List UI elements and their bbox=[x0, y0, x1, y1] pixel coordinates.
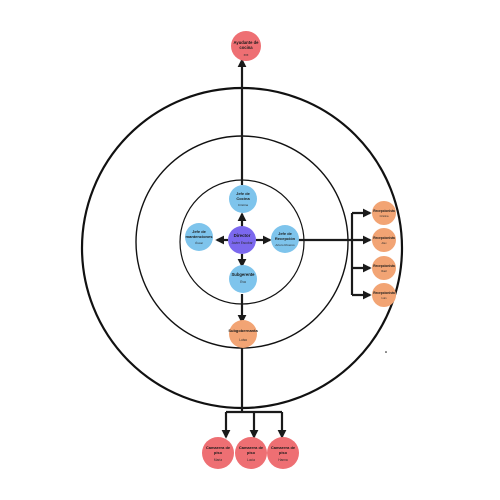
director-node: Director Javier Escobar bbox=[228, 226, 256, 254]
jefe-mantenciones-name: Óscar bbox=[195, 240, 203, 245]
subgobernanta-title-line-1: Subgobernanta bbox=[228, 328, 258, 333]
camarera-1-title-line-2: piso bbox=[214, 450, 223, 455]
camarera-1-name: María bbox=[214, 458, 222, 462]
subgobernanta-name: Luisa bbox=[239, 338, 247, 342]
recepcionista-4-circle bbox=[372, 283, 396, 307]
recepcionista-1-name: Cristina bbox=[380, 214, 389, 218]
camarera-3-title-line-1: Camarera de bbox=[271, 445, 296, 450]
stray-dot bbox=[385, 351, 387, 353]
recepcionista-node-3: Recepcionista Raúl bbox=[372, 256, 396, 280]
jefe-cocina-node: Jefe de Cocina Cristina bbox=[229, 185, 257, 213]
camarera-3-title-line-2: piso bbox=[279, 450, 288, 455]
camarera-1-circle bbox=[202, 437, 234, 469]
ayudante-title-line-2: cocina bbox=[239, 45, 253, 50]
camarera-3-name: Hanna bbox=[278, 458, 288, 462]
ayudante-name: xxx bbox=[244, 53, 249, 57]
recepcionista-1-circle bbox=[372, 201, 396, 225]
recepcionista-2-name: Alex bbox=[381, 241, 387, 245]
subgerente-circle bbox=[229, 265, 257, 293]
recepcionista-3-title: Recepcionista bbox=[373, 264, 395, 268]
subgerente-name: Eva bbox=[240, 280, 246, 284]
camarera-3-circle bbox=[267, 437, 299, 469]
jefe-cocina-circle bbox=[229, 185, 257, 213]
jefe-mantenciones-title-line-2: mantenciones bbox=[186, 234, 214, 239]
jefe-cocina-title-line-2: Cocina bbox=[236, 196, 250, 201]
recepcionista-3-name: Raúl bbox=[381, 269, 387, 273]
recepcionista-node-1: Recepcionista Cristina bbox=[372, 201, 396, 225]
subgobernanta-circle bbox=[229, 320, 257, 348]
subgerente-title-line-1: Subgerente bbox=[231, 272, 255, 277]
subgerente-node: Subgerente Eva bbox=[229, 265, 257, 293]
recepcionista-1-title: Recepcionista bbox=[373, 209, 395, 213]
node-layer: Ayudante de cocina xxx Jefe de Cocina Cr… bbox=[185, 31, 396, 469]
jefe-recepcion-title-line-1: Jefe de bbox=[278, 231, 293, 236]
camarera-node-1: Camarera de piso María bbox=[202, 437, 234, 469]
camarera-2-title-line-1: Camarera de bbox=[239, 445, 264, 450]
connector-lines bbox=[215, 58, 372, 439]
camarera-2-circle bbox=[235, 437, 267, 469]
jefe-recepcion-circle bbox=[271, 225, 299, 253]
camarera-1-title-line-1: Camarera de bbox=[206, 445, 231, 450]
camarera-node-2: Camarera de piso Lucía bbox=[235, 437, 267, 469]
subgobernanta-node: Subgobernanta Luisa bbox=[228, 320, 258, 348]
jefe-recepcion-node: Jefe de Recepción Arturo Riveros bbox=[271, 225, 299, 253]
recepcionista-4-name: Iván bbox=[382, 296, 387, 300]
recepcionista-3-circle bbox=[372, 256, 396, 280]
ayudante-circle bbox=[231, 31, 261, 61]
camarera-2-title-line-2: piso bbox=[247, 450, 256, 455]
camarera-node-3: Camarera de piso Hanna bbox=[267, 437, 299, 469]
recepcionista-node-2: Recepcionista Alex bbox=[372, 228, 396, 252]
director-title-line-1: Director bbox=[234, 233, 251, 238]
ayudante-node: Ayudante de cocina xxx bbox=[231, 31, 261, 61]
ayudante-title-line-1: Ayudante de bbox=[234, 40, 260, 45]
jefe-recepcion-title-line-2: Recepción bbox=[275, 236, 296, 241]
jefe-mantenciones-node: Jefe de mantenciones Óscar bbox=[185, 223, 213, 251]
jefe-recepcion-name: Arturo Riveros bbox=[275, 243, 295, 247]
director-name: Javier Escobar bbox=[231, 241, 253, 245]
recepcionista-node-4: Recepcionista Iván bbox=[372, 283, 396, 307]
recepcionista-4-title: Recepcionista bbox=[373, 291, 395, 295]
director-circle bbox=[228, 226, 256, 254]
jefe-cocina-title-line-1: Jefe de bbox=[236, 191, 251, 196]
camarera-2-name: Lucía bbox=[247, 458, 255, 462]
jefe-cocina-name: Cristina bbox=[238, 203, 249, 207]
recepcionista-2-title: Recepcionista bbox=[373, 236, 395, 240]
jefe-mantenciones-circle bbox=[185, 223, 213, 251]
jefe-mantenciones-title-line-1: Jefe de bbox=[192, 229, 207, 234]
recepcionista-2-circle bbox=[372, 228, 396, 252]
